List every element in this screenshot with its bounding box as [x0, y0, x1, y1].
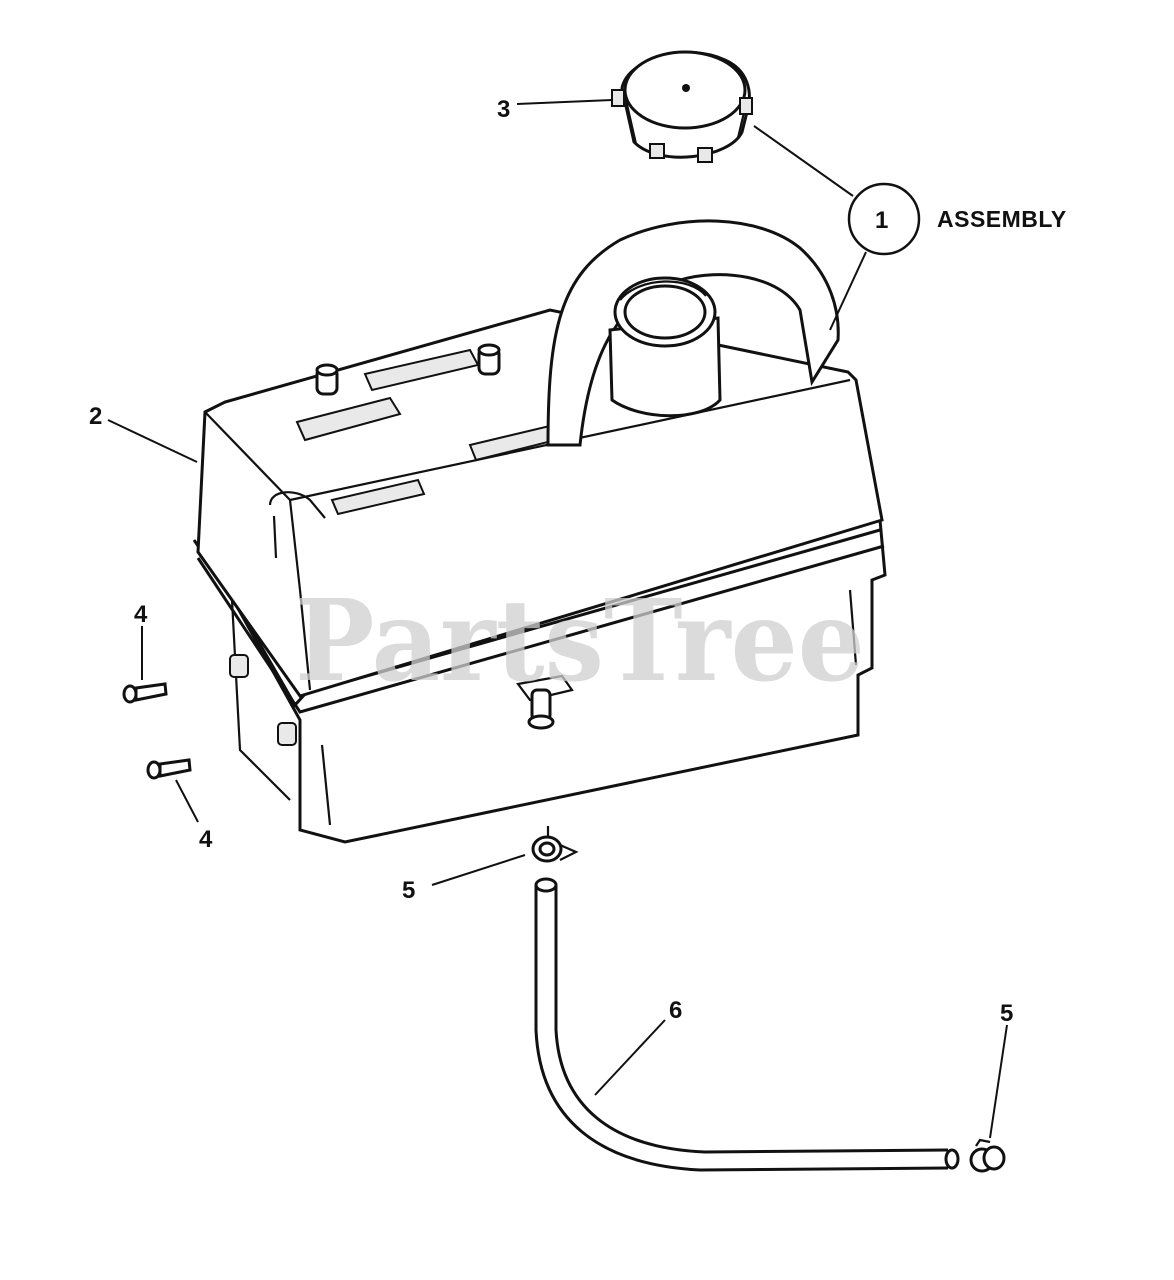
fuel-tank [192, 219, 887, 844]
callout-3[interactable]: 3 [497, 96, 510, 123]
assembly-callout-circle [847, 182, 921, 256]
assembly-label: ASSEMBLY [937, 206, 1067, 232]
hose-clamp-lower [969, 1138, 1006, 1173]
callout-5-lower[interactable]: 5 [1000, 1000, 1013, 1027]
fuel-hose [534, 877, 960, 1172]
leader-lines [107, 99, 1008, 1139]
watermark: PartsTree [295, 576, 865, 707]
hose-clamp-upper [531, 826, 579, 863]
callout-2[interactable]: 2 [89, 403, 102, 430]
fuel-cap [611, 50, 753, 163]
callout-1[interactable]: 1 [875, 207, 888, 234]
callout-4-upper[interactable]: 4 [134, 601, 148, 628]
callout-5-upper[interactable]: 5 [402, 877, 415, 904]
screw-upper [122, 682, 168, 704]
callout-6[interactable]: 6 [669, 997, 682, 1024]
screw-lower [146, 758, 192, 780]
callout-4-lower[interactable]: 4 [199, 826, 213, 853]
